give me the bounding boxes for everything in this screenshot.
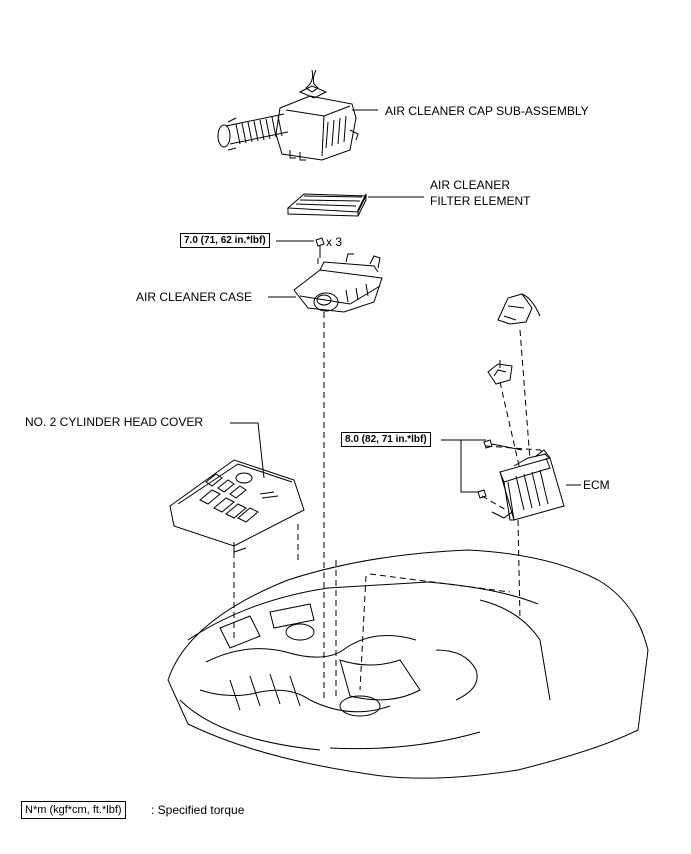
engine-bay-drawing <box>167 549 649 779</box>
alignment-lines <box>233 258 553 700</box>
case-bolt-quantity: x 3 <box>326 235 343 249</box>
air-cleaner-case-drawing <box>293 237 383 313</box>
cylinder-head-cover-label: NO. 2 CYLINDER HEAD COVER <box>25 415 204 429</box>
ecm-label: ECM <box>583 478 610 492</box>
leader-lines <box>230 109 581 493</box>
cylinder-head-cover-drawing <box>169 459 305 553</box>
legend-unit-box: N*m (kgf*cm, ft.*lbf) <box>21 801 126 819</box>
filter-element-label-line2: FILTER ELEMENT <box>430 194 531 208</box>
ecm-bolt-torque-box: 8.0 (82, 71 in.*lbf) <box>341 432 431 447</box>
air-cleaner-cap-label: AIR CLEANER CAP SUB-ASSEMBLY <box>385 104 589 118</box>
filter-element-drawing <box>286 193 367 217</box>
ecm-drawing <box>477 293 565 521</box>
legend-description: : Specified torque <box>151 803 245 817</box>
air-cleaner-case-label: AIR CLEANER CASE <box>136 290 253 304</box>
air-cleaner-cap-drawing <box>217 69 359 161</box>
case-bolt-torque-box: 7.0 (71, 62 in.*lbf) <box>180 233 270 248</box>
filter-element-label-line1: AIR CLEANER <box>430 178 511 192</box>
